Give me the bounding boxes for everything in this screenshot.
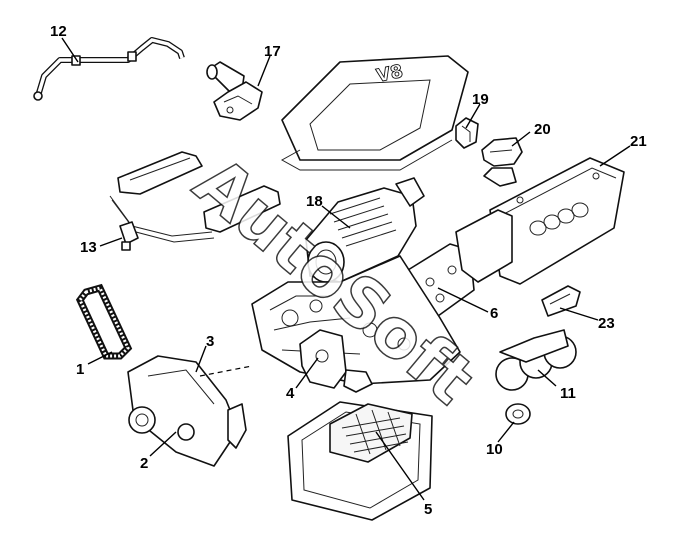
callout-2: 2 <box>140 455 148 472</box>
callout-12: 12 <box>50 23 67 40</box>
callout-4: 4 <box>286 385 295 402</box>
callout-21: 21 <box>630 133 647 150</box>
part-17-sensor <box>206 61 263 121</box>
engine-top-cover: V8 <box>280 55 469 171</box>
part-12-vent-pipe <box>33 37 185 101</box>
callout-17: 17 <box>264 43 281 60</box>
callout-6: 6 <box>490 305 498 322</box>
part-5-oil-pan <box>287 401 433 521</box>
part-20-tps <box>481 137 523 187</box>
callout-1: 1 <box>76 361 84 378</box>
part-3-timing-cover <box>127 355 247 467</box>
engine-badge: V8 <box>375 61 405 87</box>
part-11-oil-filter <box>495 329 577 391</box>
callout-13: 13 <box>80 239 97 256</box>
part-19-sensor <box>455 117 479 149</box>
callout-23: 23 <box>598 315 615 332</box>
callout-20: 20 <box>534 121 551 138</box>
callout-3: 3 <box>206 333 214 350</box>
callout-19: 19 <box>472 91 489 108</box>
fuel-rail <box>109 151 281 243</box>
callout-5: 5 <box>424 501 432 518</box>
part-4-oil-pump <box>299 329 373 393</box>
callout-11: 11 <box>560 385 576 402</box>
leader-lines <box>61 37 631 501</box>
callout-18: 18 <box>306 193 323 210</box>
part-23-sensor <box>541 285 581 317</box>
part-10-fitting <box>505 403 531 425</box>
part-18-intake-manifold <box>305 177 425 283</box>
part-21-valve-cover <box>489 157 625 285</box>
callout-10: 10 <box>486 441 503 458</box>
part-1-timing-belt <box>75 283 133 360</box>
part-13-fitting <box>119 221 139 251</box>
callout-labels: 12 17 19 20 21 18 13 6 23 1 3 4 11 2 10 … <box>50 23 647 518</box>
